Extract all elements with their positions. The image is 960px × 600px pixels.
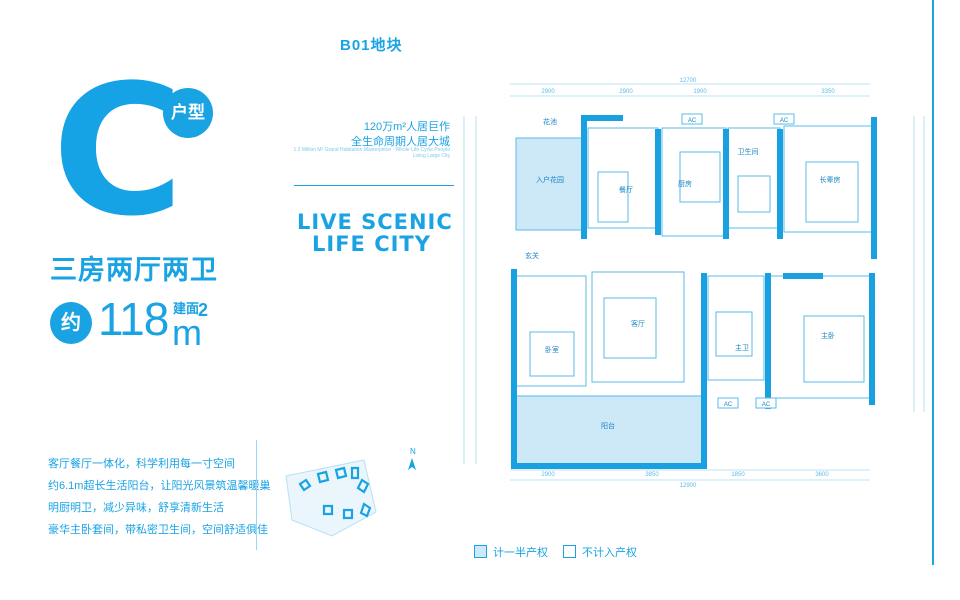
slogan-line-2: LIFE CITY (312, 232, 431, 256)
feature-divider (256, 440, 257, 550)
ac-unit (681, 113, 703, 125)
legend-swatch-empty (563, 545, 576, 558)
dim-top-4: 3350 (821, 89, 835, 95)
dim-top-total: 12700 (680, 78, 697, 84)
unit-type-badge: 户型 (163, 88, 213, 138)
ac-unit (773, 113, 795, 125)
area-label: 建面 (173, 301, 200, 316)
feature-item: 约6.1m超长生活阳台，让阳光风景筑温馨暖巢 (48, 480, 271, 492)
area-value: 118 (98, 293, 169, 345)
legend-label: 不计入产权 (582, 547, 637, 559)
dim-bottom-total: 12900 (680, 483, 697, 488)
dim-top-1: 2900 (541, 89, 555, 95)
entry-garden-area (515, 137, 585, 231)
dim-bottom-1: 2900 (541, 472, 555, 478)
dim-bottom-2: 3850 (645, 472, 659, 478)
room-configuration: 三房两厅两卫 (50, 255, 218, 285)
area-unit-superscript: 2 (198, 300, 209, 320)
tagline-small-print: 1.2 Million M² Grand Habitation Masterpi… (293, 147, 450, 159)
dim-bottom-4: 3600 (815, 472, 829, 478)
ac-label: AC (688, 118, 697, 124)
dim-bottom-3: 1850 (731, 472, 745, 478)
dim-top-3: 1900 (693, 89, 707, 95)
dimension-lines (463, 83, 925, 481)
room-label-foyer: 玄关 (525, 251, 539, 260)
legend-swatch-shaded (474, 545, 487, 558)
room-label-flower-bed: 花池 (543, 117, 557, 126)
dim-top-2: 2900 (619, 89, 633, 95)
compass-label: N (410, 447, 416, 456)
room-label-master-bath: 主卫 (735, 343, 749, 352)
tagline-line-1: 120万m²人居巨作 (363, 121, 450, 133)
feature-item: 明厨明卫，减少异味，舒享清新生活 (48, 502, 224, 514)
block-label: B01地块 (340, 37, 403, 54)
ac-unit (755, 397, 777, 409)
slogan-line-1: LIVE SCENIC (297, 210, 453, 234)
site-boundary-shape (285, 459, 377, 537)
site-buildings (298, 466, 372, 520)
legend-half-area: 计一半产权 (474, 544, 548, 560)
ac-label: AC (780, 118, 789, 124)
ac-unit (717, 397, 739, 409)
room-label-elder-room: 长辈房 (820, 175, 841, 184)
ac-label: AC (724, 402, 733, 408)
site-location-map: N (285, 447, 416, 537)
approx-badge: 约 (50, 302, 92, 344)
room-label-master: 主卧 (821, 331, 835, 340)
balcony-area (513, 395, 705, 467)
legend-label: 计一半产权 (493, 547, 548, 559)
room-label-bathroom: 卫生间 (738, 147, 759, 156)
room-label-kitchen: 厨房 (678, 179, 692, 188)
legend-excluded-area: 不计入产权 (563, 544, 637, 560)
area-unit: m (172, 312, 202, 353)
room-label-dining: 餐厅 (619, 185, 633, 194)
floor-plan: 12700 2900 2900 1900 3350 12900 2900 385… (463, 78, 925, 488)
exterior-walls (511, 115, 877, 469)
tagline-line-2: 全生命周期人居大城 (351, 136, 450, 148)
room-label-bedroom: 卧室 (545, 345, 559, 354)
room-label-balcony: 阳台 (601, 421, 615, 430)
unit-letter: C (52, 47, 185, 256)
room-label-living: 客厅 (631, 319, 645, 328)
ac-label: AC (762, 402, 771, 408)
north-arrow-icon (408, 458, 416, 470)
feature-item: 客厅餐厅一体化，科学利用每一寸空间 (48, 458, 235, 470)
feature-item: 豪华主卧套间，带私密卫生间，空间舒适俱佳 (48, 524, 268, 536)
page-edge-rule (932, 0, 934, 565)
room-label-entry-garden: 入户花园 (536, 175, 564, 184)
tagline-divider (294, 185, 454, 186)
